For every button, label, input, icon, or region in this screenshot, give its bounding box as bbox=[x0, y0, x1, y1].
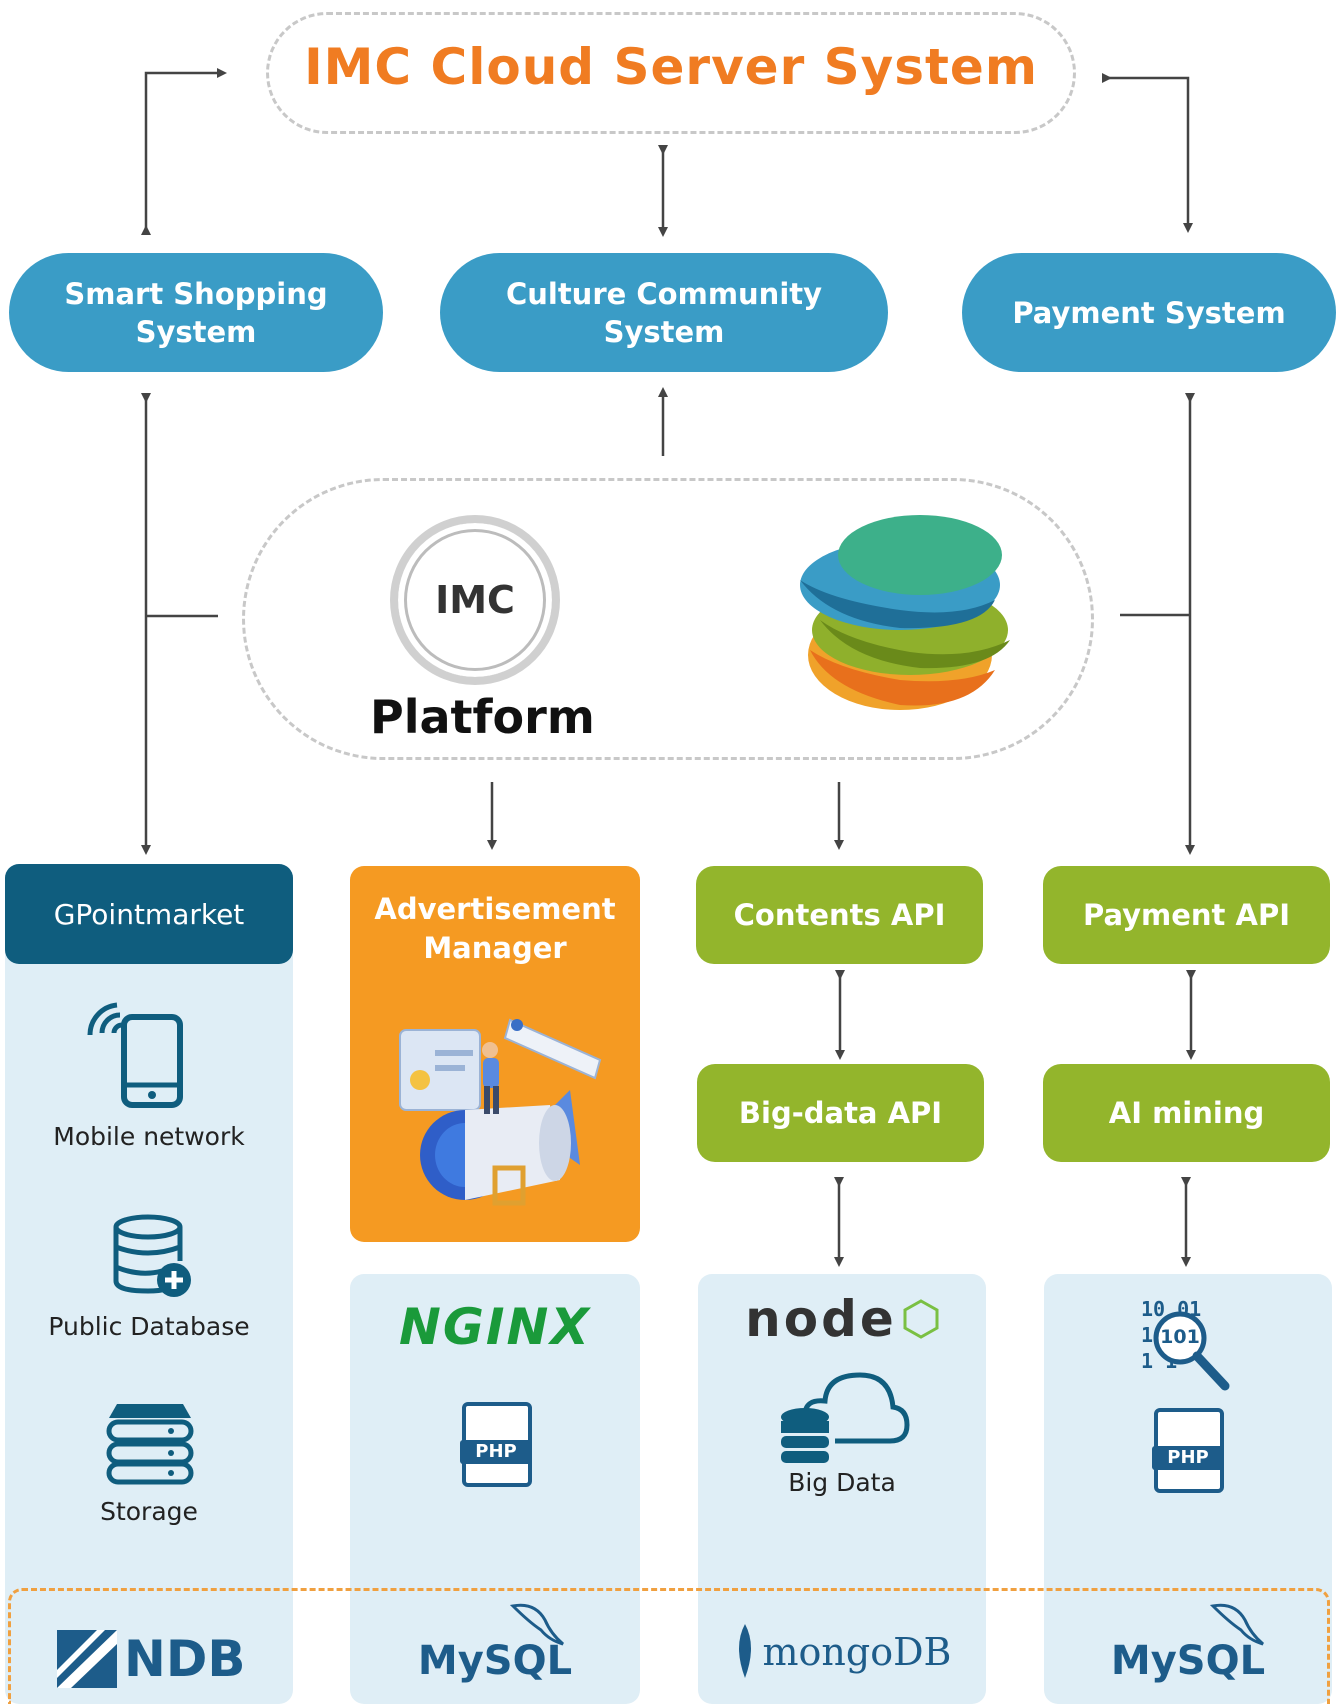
advertisement-manager-title: Advertisement Manager bbox=[374, 892, 616, 965]
page-title: IMC Cloud Server System bbox=[304, 38, 1038, 96]
ndb-logo-text: NDB bbox=[124, 1630, 246, 1688]
mongodb-logo: mongoDB bbox=[698, 1622, 986, 1682]
mysql-dolphin-icon bbox=[509, 1603, 564, 1646]
payment-system-label: Payment System bbox=[1012, 295, 1286, 330]
mongodb-leaf-icon bbox=[738, 1624, 751, 1678]
contents-api-box: Contents API bbox=[696, 866, 983, 964]
database-layer-frame bbox=[8, 1588, 1330, 1704]
binary-search-icon: 10 01 1 0 1 1 bbox=[1141, 1297, 1230, 1391]
smart-shopping-system: Smart Shopping System bbox=[9, 253, 383, 372]
platform-frame bbox=[242, 478, 1094, 760]
globe-logo-icon bbox=[800, 515, 1010, 710]
storage-icon bbox=[106, 1404, 194, 1485]
big-data-label: Big Data bbox=[788, 1468, 896, 1497]
mobile-network-label: Mobile network bbox=[53, 1122, 245, 1151]
ndb-logo-icon bbox=[57, 1630, 117, 1688]
smart-shopping-label: Smart Shopping System bbox=[64, 276, 328, 349]
gpointmarket-header: GPointmarket bbox=[5, 864, 293, 964]
php-file-icon-col4: PHP bbox=[1152, 1408, 1224, 1493]
cloud-server-frame bbox=[266, 12, 1076, 134]
public-database-label: Public Database bbox=[48, 1312, 250, 1341]
mongodb-logo-text: mongoDB bbox=[762, 1630, 952, 1674]
gpointmarket-panel bbox=[5, 864, 293, 1704]
megaphone-illustration-icon bbox=[399, 1018, 602, 1206]
php-file-icon: PHP bbox=[460, 1402, 532, 1487]
storage-label: Storage bbox=[100, 1497, 198, 1526]
big-data-cloud-icon bbox=[781, 1372, 910, 1463]
culture-community-label: Culture Community System bbox=[505, 276, 823, 349]
php-file-badge: PHP bbox=[460, 1440, 532, 1464]
mysql-dolphin-icon-col4 bbox=[1209, 1603, 1264, 1646]
culture-community-system: Culture Community System bbox=[440, 253, 888, 372]
mysql-logo-col2: MySQL bbox=[417, 1638, 573, 1684]
payment-system: Payment System bbox=[962, 253, 1336, 372]
nodejs-hex-icon bbox=[903, 1299, 939, 1339]
database-plus-icon bbox=[113, 1214, 191, 1297]
imc-badge: IMC bbox=[390, 515, 560, 685]
mysql-logo-col4: MySQL bbox=[1110, 1638, 1266, 1684]
arrow-cloud-to-payment bbox=[1102, 73, 1193, 233]
mobile-network-icon bbox=[87, 1002, 183, 1108]
nodejs-logo-text: node bbox=[745, 1290, 897, 1348]
imc-badge-text: IMC bbox=[435, 578, 515, 622]
arrow-cloud-to-shopping bbox=[141, 68, 227, 235]
big-data-api-box: Big-data API bbox=[697, 1064, 984, 1162]
binary-badge-text: 101 bbox=[1160, 1326, 1200, 1348]
nginx-logo: NGINX bbox=[399, 1298, 591, 1356]
platform-label: Platform bbox=[370, 690, 595, 744]
payment-api-box: Payment API bbox=[1043, 866, 1330, 964]
column2-stack-panel bbox=[350, 1274, 640, 1704]
php-file-badge-col4: PHP bbox=[1152, 1446, 1224, 1470]
ai-mining-box: AI mining bbox=[1043, 1064, 1330, 1162]
nodejs-logo: node bbox=[698, 1290, 986, 1348]
